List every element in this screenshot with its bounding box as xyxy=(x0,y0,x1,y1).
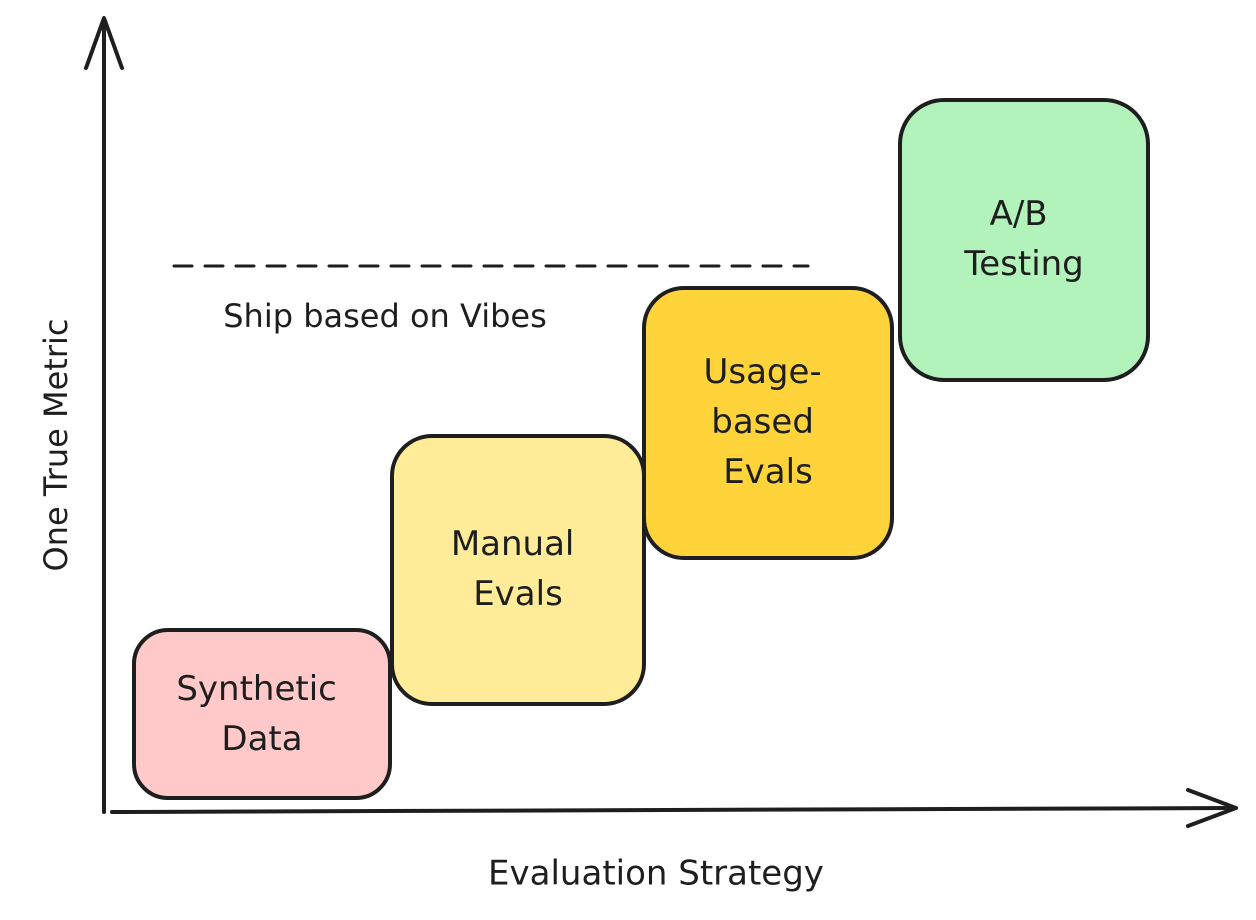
stage-usage-based-evals: Usage- based Evals xyxy=(642,286,894,560)
stage-label-line: Synthetic xyxy=(176,669,337,709)
stage-label: A/B Testing xyxy=(963,194,1084,284)
stage-label: Synthetic Data xyxy=(176,669,347,759)
y-axis-arrowhead xyxy=(84,16,124,70)
stage-manual-evals: Manual Evals xyxy=(390,434,646,706)
stage-label-line: Testing xyxy=(963,244,1084,284)
stage-label-line: Evals xyxy=(473,574,563,614)
stage-box xyxy=(132,628,392,800)
stage-label-line: Usage- xyxy=(703,352,821,392)
stage-label-line: A/B xyxy=(990,194,1048,234)
stage-label: Manual Evals xyxy=(451,524,585,614)
stage-label-line: Manual xyxy=(451,524,575,564)
stage-box xyxy=(642,286,894,560)
x-axis-arrowhead xyxy=(1186,788,1238,828)
x-axis-label: Evaluation Strategy xyxy=(488,854,824,894)
x-axis xyxy=(110,788,1238,828)
y-axis-label: One True Metric xyxy=(37,319,75,572)
stage-label-line: based xyxy=(711,402,814,442)
stage-label-line: Evals xyxy=(723,452,813,492)
x-axis-line xyxy=(110,806,1236,814)
vibes-threshold-label: Ship based on Vibes xyxy=(223,297,547,335)
stage-synthetic-data: Synthetic Data xyxy=(132,628,392,800)
stage-box xyxy=(390,434,646,706)
stage-label: Usage- based Evals xyxy=(703,352,832,492)
stage-label-line: Data xyxy=(221,719,302,759)
stage-box xyxy=(898,98,1150,382)
stage-ab-testing: A/B Testing xyxy=(898,98,1150,382)
y-axis xyxy=(84,16,124,814)
